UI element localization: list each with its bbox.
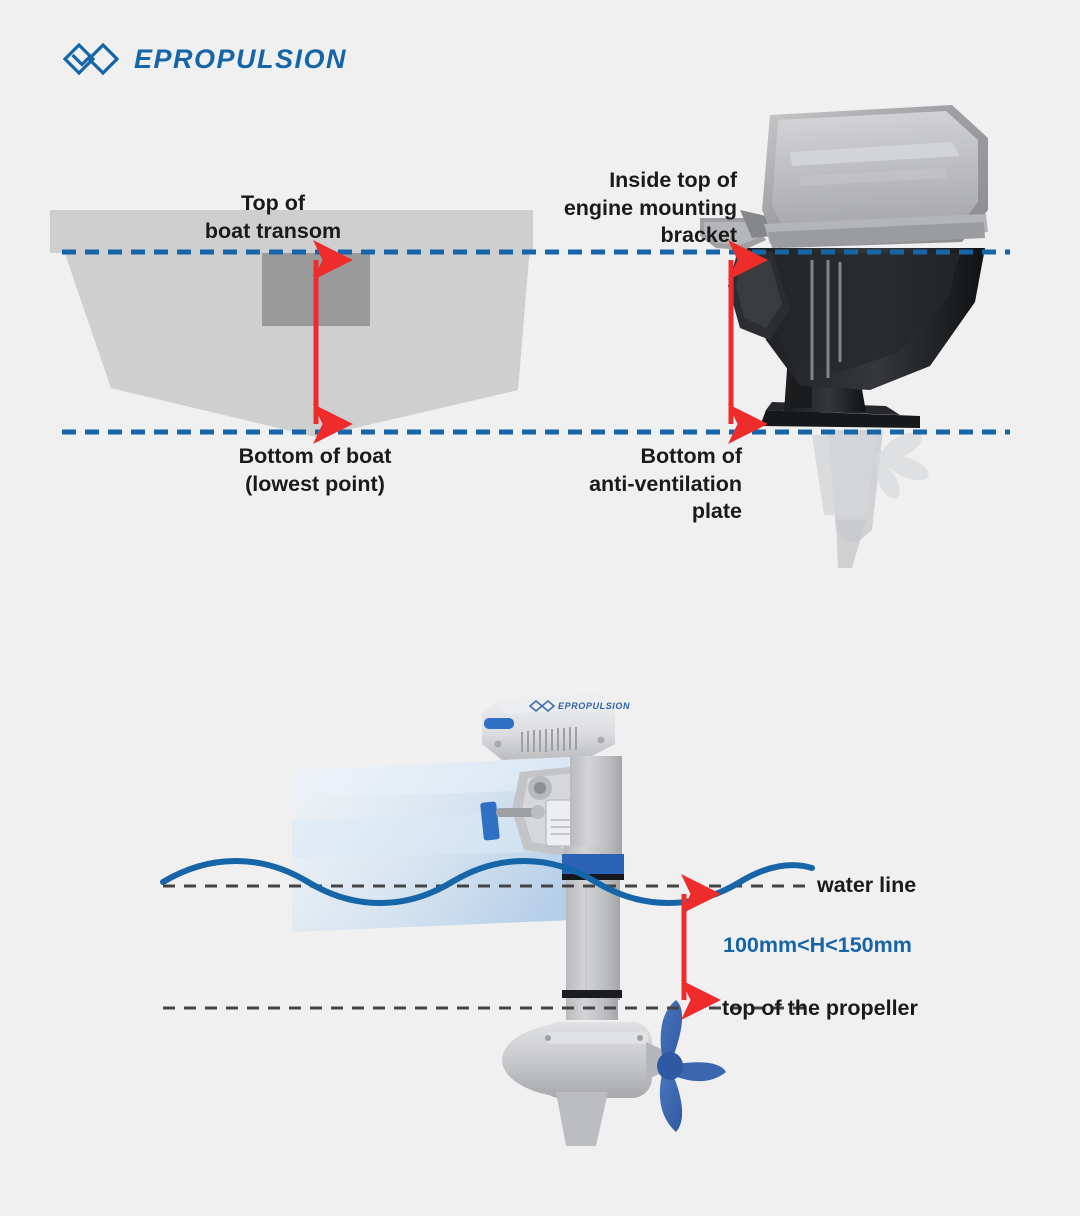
label-bottom-of-boat: Bottom of boat (lowest point) xyxy=(238,444,392,496)
outboard-engine-side-view xyxy=(700,105,988,568)
brand-logo: EPROPULSION xyxy=(62,42,347,76)
svg-text:EPROPULSION: EPROPULSION xyxy=(558,701,630,711)
label-top-of-the-propeller: top of the propeller xyxy=(722,996,918,1020)
epropulsion-chevron-logo-icon xyxy=(62,42,120,76)
brand-wordmark: EPROPULSION xyxy=(134,43,348,74)
label-top-of-boat-transom: Top of boat transom xyxy=(204,191,342,243)
underwater-pod xyxy=(502,1022,668,1146)
electric-outboard-motor: EPROPULSION xyxy=(480,692,726,1146)
bottom-diagram-canvas: EPROPULSION xyxy=(160,692,815,1146)
label-submersion-dimension: 100mm<H<150mm xyxy=(723,933,912,957)
water-surface-wave xyxy=(160,858,815,906)
top-diagram-canvas xyxy=(50,105,1010,568)
label-inside-top-of-bracket: Inside top of engine mounting bracket xyxy=(563,168,737,248)
label-bottom-of-anti-ventilation-plate: Bottom of anti-ventilation plate xyxy=(589,444,742,524)
label-water-line: water line xyxy=(817,873,917,897)
blue-three-blade-propeller xyxy=(657,1000,726,1132)
